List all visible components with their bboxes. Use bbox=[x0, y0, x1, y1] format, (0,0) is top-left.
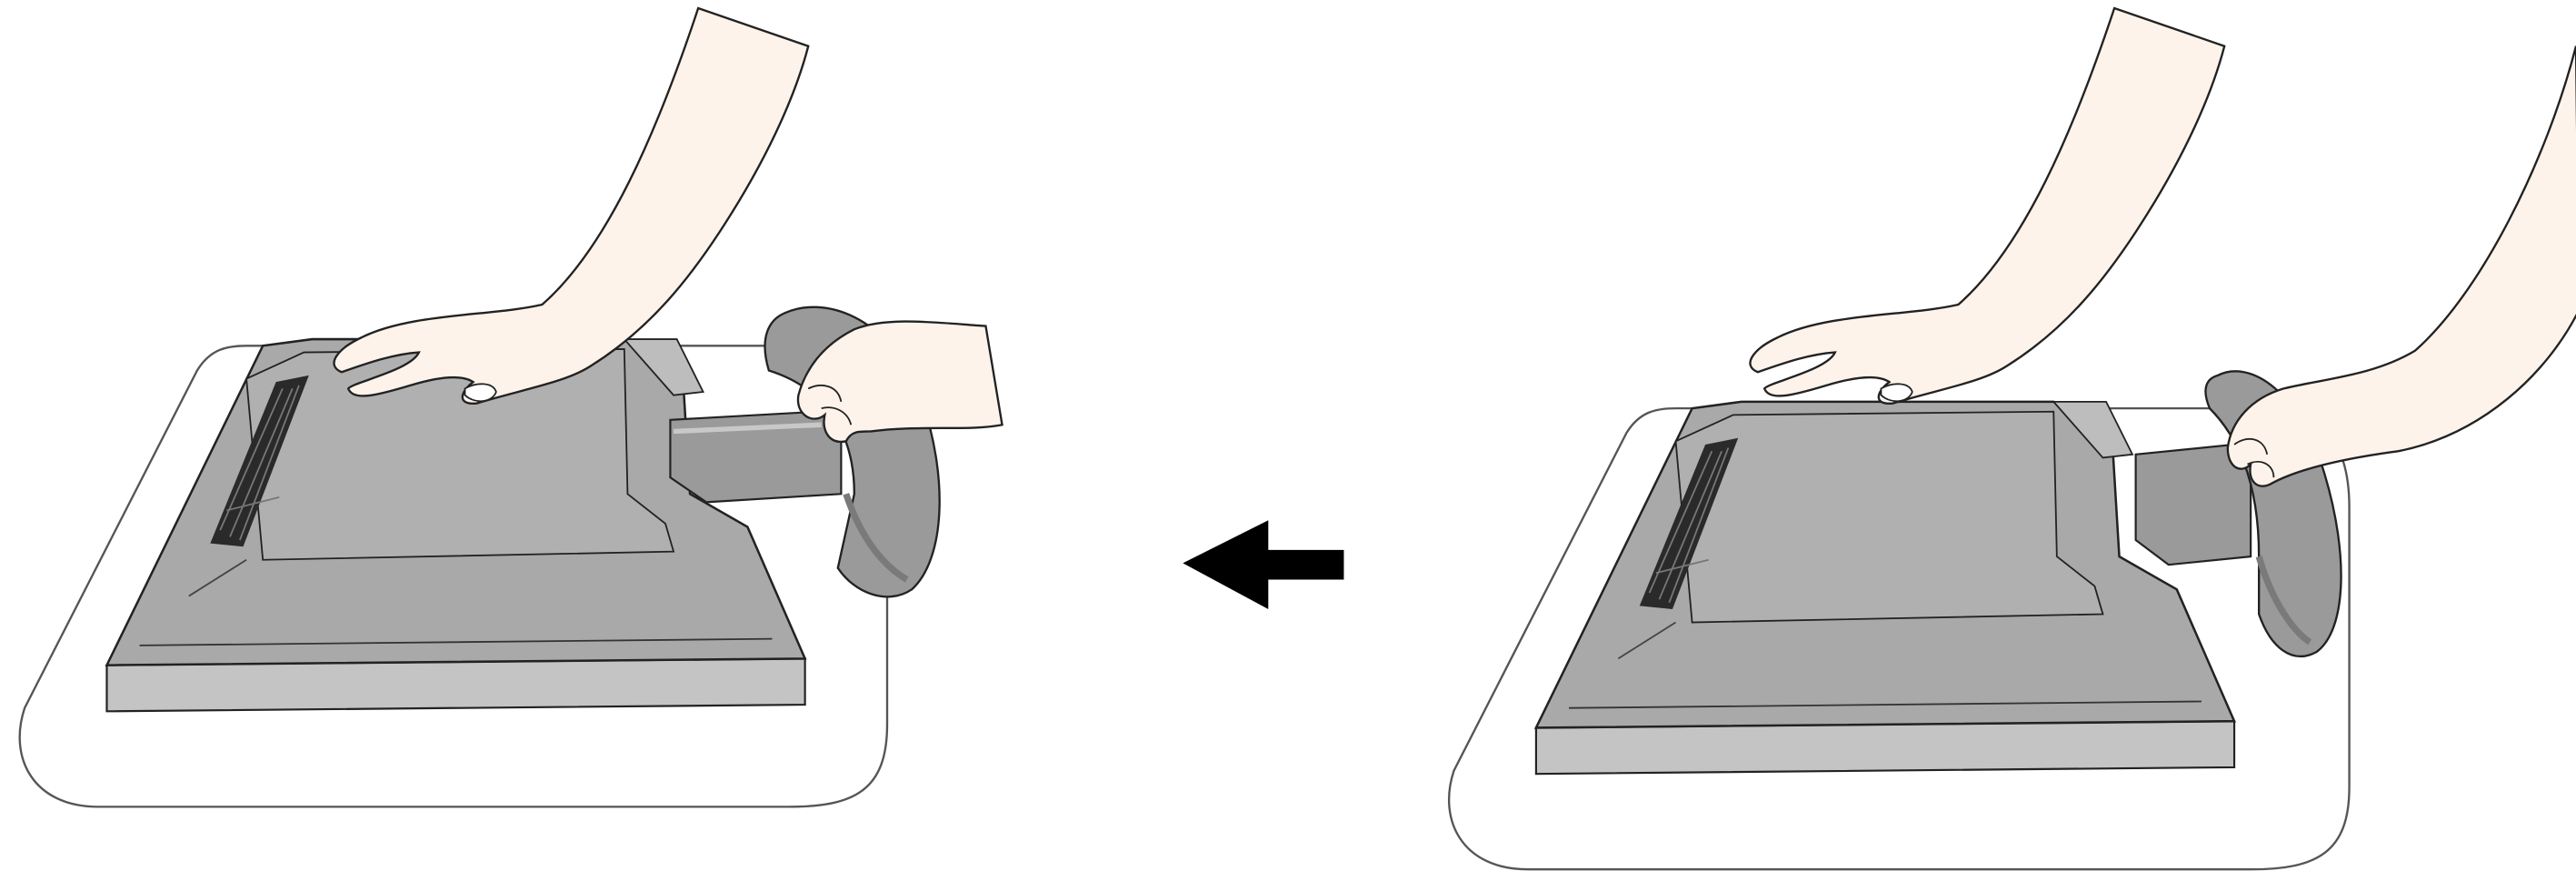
gripping-hand-right bbox=[2228, 46, 2576, 486]
panel-left bbox=[20, 8, 1003, 806]
resting-hand-right bbox=[1750, 8, 2224, 404]
resting-hand-left bbox=[334, 8, 808, 404]
arrow-left-icon bbox=[1183, 520, 1343, 609]
panel-right bbox=[1449, 8, 2576, 869]
